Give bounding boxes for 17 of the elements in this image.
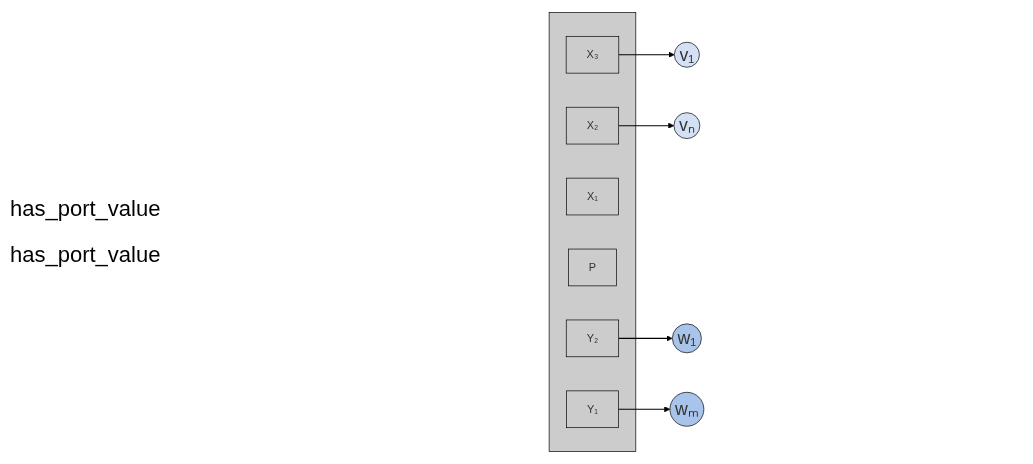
arrow bbox=[618, 335, 673, 342]
node-circle: wₘ bbox=[669, 391, 705, 427]
node-box: Y₂ bbox=[565, 319, 620, 358]
node-circle: vₙ bbox=[673, 112, 701, 139]
node-box: X₂ bbox=[565, 106, 620, 145]
node-box: X₃ bbox=[565, 36, 620, 74]
note-text: has_port_value bbox=[10, 242, 162, 268]
node-circle: v₁ bbox=[674, 41, 700, 68]
arrow bbox=[617, 406, 671, 413]
arrow bbox=[618, 51, 675, 58]
node-box: Y₁ bbox=[566, 390, 619, 428]
arrow bbox=[618, 122, 675, 129]
node-box: X₁ bbox=[566, 177, 619, 216]
note-text: has_port_value bbox=[10, 196, 162, 222]
node-circle: w₁ bbox=[672, 323, 702, 354]
cluster bbox=[548, 12, 637, 452]
node-box: P bbox=[568, 248, 617, 287]
